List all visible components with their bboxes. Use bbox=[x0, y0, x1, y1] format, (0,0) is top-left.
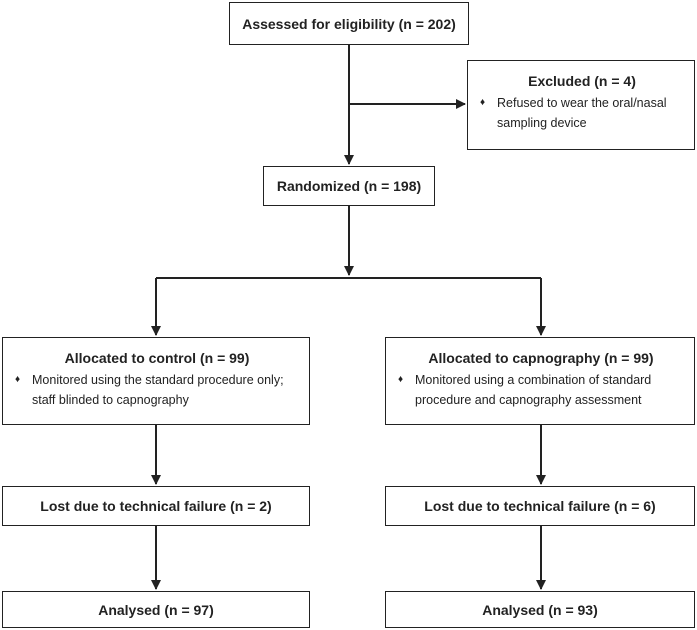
control-line-2: staff blinded to capnography bbox=[32, 393, 189, 407]
capnography-line-1: Monitored using a combination of standar… bbox=[415, 373, 652, 387]
lost-capnography-label: Lost due to technical failure (n = 6) bbox=[424, 498, 656, 514]
lost-control-label: Lost due to technical failure (n = 2) bbox=[40, 498, 272, 514]
analysed-capnography-label: Analysed (n = 93) bbox=[482, 601, 598, 618]
analysed-control-box: Analysed (n = 97) bbox=[2, 591, 310, 628]
randomized-label: Randomized (n = 198) bbox=[276, 178, 422, 194]
diamond-bullet-icon: ♦ bbox=[480, 97, 486, 108]
lost-control-box: Lost due to technical failure (n = 2) bbox=[2, 486, 310, 526]
excluded-line-2: sampling device bbox=[497, 116, 587, 130]
assessed-box: Assessed for eligibility (n = 202) bbox=[229, 2, 469, 45]
capnography-item: ♦ Monitored using a combination of stand… bbox=[396, 370, 686, 390]
excluded-line-1: Refused to wear the oral/nasal bbox=[497, 96, 667, 110]
diamond-bullet-icon: ♦ bbox=[398, 374, 404, 385]
capnography-box: Allocated to capnography (n = 99) ♦ Moni… bbox=[385, 337, 695, 425]
diamond-bullet-icon: ♦ bbox=[15, 374, 21, 385]
control-box: Allocated to control (n = 99) ♦ Monitore… bbox=[2, 337, 310, 425]
capnography-title: Allocated to capnography (n = 99) bbox=[428, 350, 654, 366]
excluded-title: Excluded (n = 4) bbox=[528, 73, 636, 89]
excluded-item: ♦ Refused to wear the oral/nasal bbox=[478, 93, 686, 113]
control-title: Allocated to control (n = 99) bbox=[64, 350, 250, 366]
lost-capnography-box: Lost due to technical failure (n = 6) bbox=[385, 486, 695, 526]
assessed-label: Assessed for eligibility (n = 202) bbox=[242, 15, 456, 32]
control-item: ♦ Monitored using the standard procedure… bbox=[13, 370, 301, 390]
excluded-box: Excluded (n = 4) ♦ Refused to wear the o… bbox=[467, 60, 695, 150]
randomized-box: Randomized (n = 198) bbox=[263, 166, 435, 206]
analysed-control-label: Analysed (n = 97) bbox=[98, 601, 214, 618]
capnography-line-2: procedure and capnography assessment bbox=[415, 393, 642, 407]
analysed-capnography-box: Analysed (n = 93) bbox=[385, 591, 695, 628]
control-line-1: Monitored using the standard procedure o… bbox=[32, 373, 284, 387]
